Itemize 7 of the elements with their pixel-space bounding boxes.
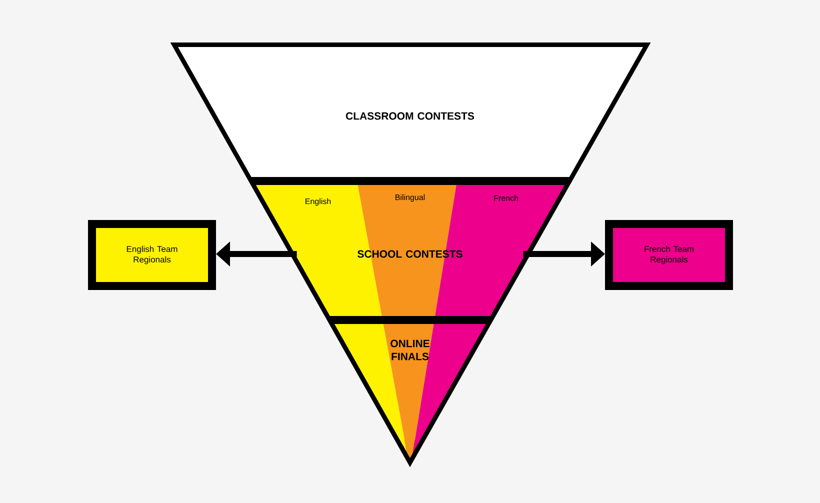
stripe-label: Bilingual	[396, 194, 425, 202]
funnel-band: ONLINE FINALS	[332, 320, 488, 458]
funnel-band: CLASSROOM CONTESTS	[178, 47, 643, 181]
stripe-label: French	[494, 195, 518, 201]
stripe-label: English	[306, 198, 331, 206]
label-box: English Team Regionals	[88, 220, 216, 290]
label-box: French Team Regionals	[605, 220, 733, 290]
